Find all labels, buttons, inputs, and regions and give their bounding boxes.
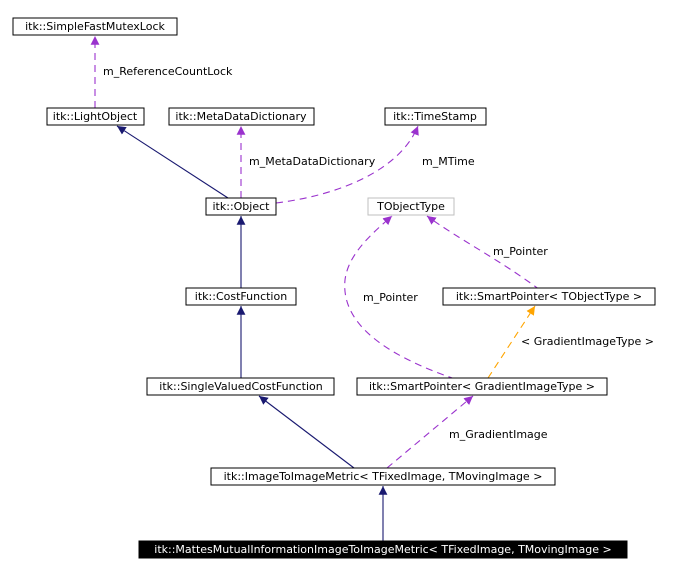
node-label-time-stamp: itk::TimeStamp — [393, 110, 477, 123]
edge-single-valued-cost-function-inheritance — [258, 395, 355, 469]
node-label-image-to-image-metric: itk::ImageToImageMetric< TFixedImage, TM… — [224, 470, 543, 483]
node-light-object[interactable]: itk::LightObject — [46, 107, 145, 126]
edge-label-template-arg: < GradientImageType > — [521, 335, 654, 348]
node-label-single-valued-cost-function: itk::SingleValuedCostFunction — [159, 380, 322, 393]
edge-light-object-inheritance — [116, 125, 229, 199]
node-label-meta-data-dictionary: itk::MetaDataDictionary — [175, 110, 307, 123]
edge-label-m-time: m_MTime — [422, 155, 475, 168]
node-mattes-metric: itk::MattesMutualInformationImageToImage… — [138, 540, 628, 559]
edge-label-gradient-image: m_GradientImage — [449, 428, 548, 441]
node-smart-pointer-t-object-type[interactable]: itk::SmartPointer< TObjectType > — [442, 287, 656, 306]
node-label-object: itk::Object — [213, 200, 271, 213]
edge-template-instance — [487, 305, 536, 379]
edge-label-m-pointer-right: m_Pointer — [493, 245, 548, 258]
node-label-t-object-type: TObjectType — [376, 200, 445, 213]
node-label-smart-pointer-gradient-image-type: itk::SmartPointer< GradientImageType > — [369, 380, 595, 393]
node-simple-fast-mutex-lock[interactable]: itk::SimpleFastMutexLock — [12, 17, 178, 36]
node-meta-data-dictionary[interactable]: itk::MetaDataDictionary — [168, 107, 315, 126]
edge-m-pointer-right — [426, 215, 541, 291]
node-smart-pointer-gradient-image-type[interactable]: itk::SmartPointer< GradientImageType > — [356, 377, 608, 396]
node-label-cost-function: itk::CostFunction — [195, 290, 287, 303]
node-label-smart-pointer-t-object-type: itk::SmartPointer< TObjectType > — [456, 290, 642, 303]
node-time-stamp[interactable]: itk::TimeStamp — [384, 107, 487, 126]
node-cost-function[interactable]: itk::CostFunction — [185, 287, 297, 306]
node-label-simple-fast-mutex-lock: itk::SimpleFastMutexLock — [25, 20, 165, 33]
edge-m-pointer-left — [344, 215, 456, 380]
node-label-mattes-metric: itk::MattesMutualInformationImageToImage… — [154, 543, 611, 556]
node-label-light-object: itk::LightObject — [53, 110, 138, 123]
node-t-object-type: TObjectType — [367, 197, 455, 216]
edge-label-m-pointer-left: m_Pointer — [363, 291, 418, 304]
edge-gradient-image — [386, 395, 474, 469]
edge-label-meta-data-dictionary: m_MetaDataDictionary — [249, 155, 376, 168]
edge-label-reference-count-lock: m_ReferenceCountLock — [103, 65, 233, 78]
node-object[interactable]: itk::Object — [205, 197, 277, 216]
node-single-valued-cost-function[interactable]: itk::SingleValuedCostFunction — [146, 377, 335, 396]
node-image-to-image-metric[interactable]: itk::ImageToImageMetric< TFixedImage, TM… — [210, 467, 556, 486]
